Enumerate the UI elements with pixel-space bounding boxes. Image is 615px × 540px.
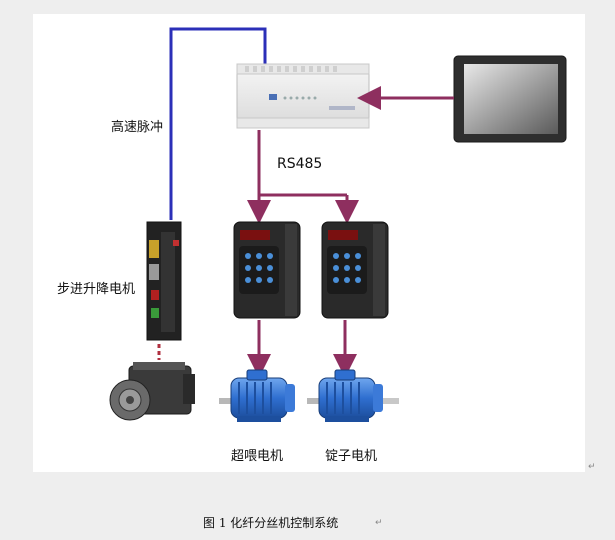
stepper-motor — [109, 362, 195, 421]
motor-right — [307, 369, 399, 422]
pulse-line — [169, 27, 267, 220]
label-rs485: RS485 — [277, 156, 323, 172]
inverter-left — [233, 221, 301, 319]
diagram-canvas: 高速脉冲 RS485 步进升降电机 超喂电机 锭子电机 — [33, 14, 585, 472]
motor-left — [219, 369, 295, 422]
figure-caption: 图 1 化纤分丝机控制系统 — [203, 516, 339, 530]
caption-paragraph-mark: ↵ — [375, 518, 383, 528]
hmi-touchscreen — [453, 55, 567, 143]
label-motor-left: 超喂电机 — [231, 449, 284, 464]
paragraph-mark: ↵ — [588, 462, 596, 472]
stepper-driver — [146, 221, 182, 341]
diagram-graphics — [109, 27, 567, 422]
label-motor-right: 锭子电机 — [325, 449, 378, 464]
plc-unit — [236, 63, 370, 129]
rs485-bus — [247, 130, 359, 224]
label-stepper: 步进升降电机 — [57, 282, 136, 297]
label-pulse: 高速脉冲 — [111, 120, 164, 135]
inverter-right — [321, 221, 389, 319]
